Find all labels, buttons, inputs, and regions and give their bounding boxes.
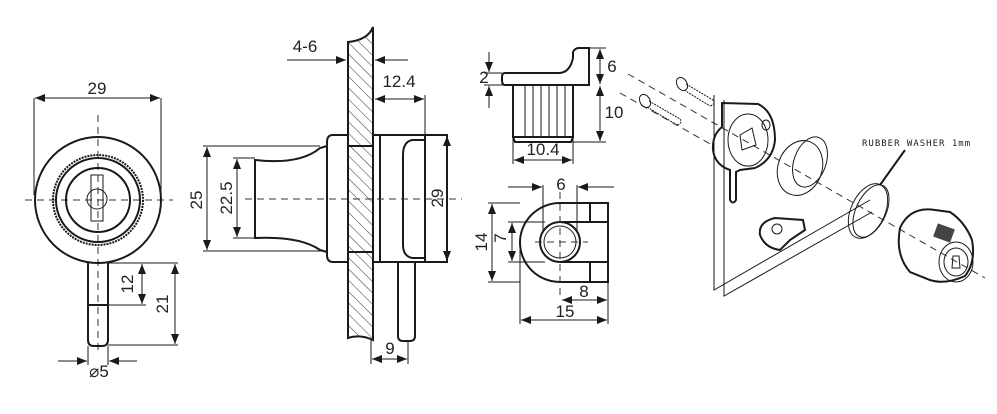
spacer-ring (776, 140, 824, 196)
screw (675, 76, 715, 107)
front-view: 29 12 21 ⌀5 (25, 79, 179, 381)
keyhole-icon (951, 255, 961, 269)
panel-section (347, 26, 374, 342)
pin (87, 263, 109, 347)
cam-face (727, 113, 769, 167)
dim-slot-6: 6 (556, 175, 565, 194)
collar (326, 134, 348, 263)
dim-offset-8: 8 (579, 282, 588, 301)
dim-flange-2: 2 (479, 68, 488, 87)
knob (254, 144, 328, 254)
screw (638, 93, 682, 126)
dim-height-14: 14 (472, 233, 491, 252)
washer-label: RUBBER WASHER 1mm (862, 139, 971, 149)
dim-body-depth: 12.4 (382, 72, 415, 91)
side-pin (397, 262, 416, 342)
dim-width-29: 29 (88, 79, 107, 98)
cap-flange (501, 47, 590, 86)
cap-view: 2 6 10 10.4 (479, 47, 624, 164)
label-leader (879, 149, 906, 186)
plate-view: 6 14 7 8 15 (472, 175, 614, 324)
keyway-circle (86, 188, 108, 210)
side-view: 4-6 12.4 25 22.5 29 9 (187, 26, 462, 364)
assembly-axis (627, 73, 986, 279)
cylinder-face (938, 241, 974, 283)
dim-hole-7: 7 (491, 233, 510, 242)
key-cylinder (65, 167, 131, 233)
ribbed-shank (512, 84, 574, 138)
dim-pin-dia: ⌀5 (89, 362, 109, 381)
panel-edge (713, 95, 873, 297)
lock-cylinder (897, 208, 975, 283)
dim-pin-12: 12 (118, 275, 137, 294)
dim-pin-offset: 9 (385, 339, 394, 358)
dim-body-29: 29 (428, 189, 447, 208)
lock-face (34, 136, 162, 264)
dim-panel-thickness: 4-6 (293, 37, 318, 56)
dim-inner-22-5: 22.5 (217, 181, 236, 214)
dim-hook-6: 6 (607, 57, 616, 76)
cam-bracket (711, 101, 777, 204)
cylinder-splines (933, 223, 955, 243)
dim-pin-21: 21 (153, 295, 172, 314)
exploded-view: RUBBER WASHER 1mm (619, 73, 986, 297)
dim-shank-10-4: 10.4 (526, 140, 559, 159)
keyway-icon (90, 174, 104, 222)
striker (758, 216, 807, 252)
dim-outer-25: 25 (187, 191, 206, 210)
knurled-ring (52, 154, 144, 246)
inner-ring (55, 157, 141, 243)
dim-shank-10: 10 (605, 103, 624, 122)
dim-length-15: 15 (556, 302, 575, 321)
